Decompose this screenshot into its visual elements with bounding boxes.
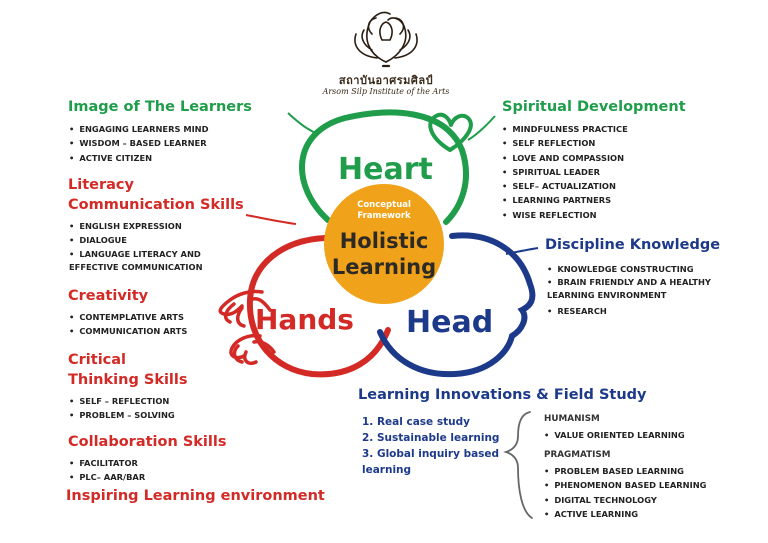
- logo-thai-text: สถาบันอาศรมศิลป์: [338, 74, 434, 87]
- heart-icon: [428, 112, 473, 152]
- list-item: 1. Real case study: [362, 416, 470, 428]
- leader-line: [287, 112, 319, 135]
- list-item: PHENOMENON BASED LEARNING: [544, 478, 706, 492]
- list-item: PLC– AAR/BAR: [69, 470, 145, 484]
- creativity-list: CONTEMPLATIVE ARTS COMMUNICATION ARTS: [69, 310, 187, 339]
- hand-icon: [229, 333, 276, 365]
- center-circle: [324, 184, 444, 304]
- discipline-knowledge-title: Discipline Knowledge: [545, 237, 721, 253]
- list-item: CONTEMPLATIVE ARTS: [69, 310, 187, 324]
- literacy-title-line1: Literacy: [68, 177, 134, 193]
- hands-label: Hands: [255, 303, 354, 336]
- critical-thinking-title-line1: Critical: [68, 352, 127, 368]
- image-of-learners-title: Image of The Learners: [68, 99, 252, 115]
- literacy-list: ENGLISH EXPRESSION DIALOGUE LANGUAGE LIT…: [69, 219, 229, 276]
- list-item: LEARNING PARTNERS: [502, 193, 628, 207]
- heart-label: Heart: [338, 152, 433, 187]
- list-item: DIGITAL TECHNOLOGY: [544, 493, 706, 507]
- list-item: WISE REFLECTION: [502, 208, 628, 222]
- spiritual-development-title: Spiritual Development: [502, 99, 686, 115]
- critical-thinking-list: SELF – REFLECTION PROBLEM – SOLVING: [69, 394, 175, 423]
- logo-english-text: Arsom Silp Institute of the Arts: [322, 87, 450, 96]
- collaboration-title: Collaboration Skills: [68, 434, 227, 450]
- hand-icon: [218, 289, 272, 328]
- list-item: PROBLEM – SOLVING: [69, 408, 174, 422]
- list-item: ENGLISH EXPRESSION: [69, 219, 229, 233]
- literacy-title-line2: Communication Skills: [68, 197, 244, 213]
- spiritual-development-list: MINDFULNESS PRACTICE SELF REFLECTION LOV…: [502, 122, 628, 222]
- list-item: 2. Sustainable learning: [362, 432, 500, 444]
- humanism-list: VALUE ORIENTED LEARNING: [544, 428, 684, 442]
- list-item: ENGAGING LEARNERS MIND: [69, 122, 208, 136]
- leader-line: [467, 115, 496, 141]
- conceptual-framework-label: Conceptual Framework: [357, 200, 411, 221]
- bracket-icon: [503, 411, 533, 519]
- list-item: DIALOGUE: [69, 233, 229, 247]
- list-item: ACTIVE LEARNING: [544, 507, 706, 521]
- list-item: KNOWLEDGE CONSTRUCTING: [547, 262, 717, 276]
- head-label: Head: [406, 305, 494, 340]
- list-item: ACTIVE CITIZEN: [69, 151, 209, 165]
- list-item: WISDOM – BASED LEARNER: [69, 136, 209, 150]
- collaboration-list: FACILITATOR PLC– AAR/BAR: [69, 456, 145, 485]
- learning-innovations-list: 1. Real case study 2. Sustainable learni…: [362, 414, 512, 478]
- leader-line: [505, 247, 539, 255]
- list-item: RESEARCH: [547, 304, 717, 318]
- list-item: SELF REFLECTION: [502, 136, 628, 150]
- list-item: LOVE AND COMPASSION: [502, 151, 628, 165]
- head-petal: [377, 232, 536, 378]
- holistic-learning-label: Holistic Learning: [331, 229, 437, 279]
- list-item: MINDFULNESS PRACTICE: [502, 122, 627, 136]
- discipline-knowledge-list: KNOWLEDGE CONSTRUCTING BRAIN FRIENDLY AN…: [547, 262, 717, 319]
- hands-petal: [246, 235, 391, 378]
- pragmatism-title: PRAGMATISM: [544, 450, 611, 460]
- list-item: PROBLEM BASED LEARNING: [544, 464, 706, 478]
- list-item: SELF – REFLECTION: [69, 394, 175, 408]
- list-item: 3. Global inquiry based learning: [362, 448, 500, 476]
- creativity-title: Creativity: [68, 288, 149, 304]
- pragmatism-list: PROBLEM BASED LEARNING PHENOMENON BASED …: [544, 464, 706, 521]
- list-item: LANGUAGE LITERACY AND EFFECTIVE COMMUNIC…: [69, 248, 229, 274]
- logo-emblem-icon: [354, 11, 418, 68]
- list-item: SELF– ACTUALIZATION: [502, 179, 628, 193]
- learning-innovations-title: Learning Innovations & Field Study: [358, 387, 647, 403]
- heart-petal: [299, 109, 469, 225]
- critical-thinking-title-line2: Thinking Skills: [68, 372, 188, 388]
- list-item: FACILITATOR: [69, 456, 145, 470]
- list-item: BRAIN FRIENDLY AND A HEALTHY LEARNING EN…: [547, 276, 717, 302]
- image-of-learners-list: ENGAGING LEARNERS MIND WISDOM – BASED LE…: [69, 122, 209, 165]
- humanism-title: HUMANISM: [544, 414, 600, 424]
- list-item: SPIRITUAL LEADER: [502, 165, 628, 179]
- list-item: VALUE ORIENTED LEARNING: [544, 428, 684, 442]
- inspiring-environment-title: Inspiring Learning environment: [66, 488, 325, 504]
- leader-line: [245, 214, 297, 225]
- list-item: COMMUNICATION ARTS: [69, 324, 187, 338]
